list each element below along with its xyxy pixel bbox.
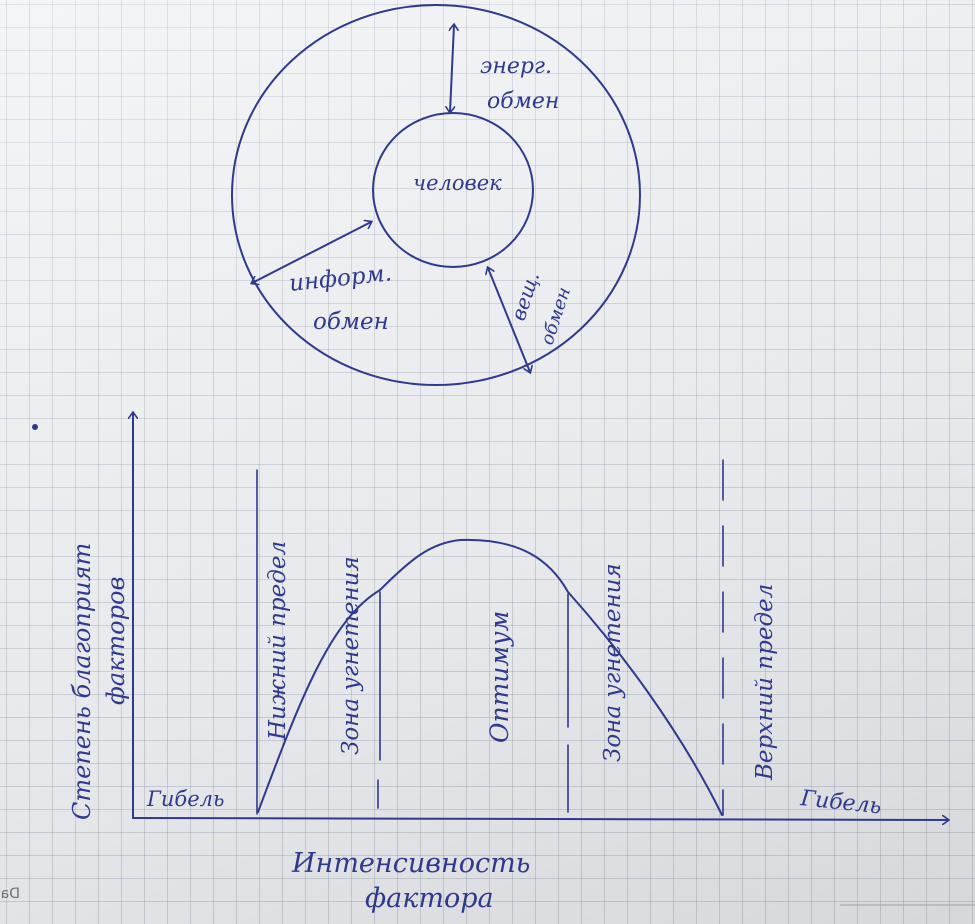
stress-left-label: Зона угнетения bbox=[338, 556, 364, 755]
upper-limit-label: Верхний предел bbox=[752, 584, 778, 781]
information-exchange-arrow bbox=[252, 222, 371, 283]
lower-limit-label: Нижний предел bbox=[265, 541, 291, 741]
death-right-label: Гибель bbox=[798, 786, 882, 819]
x-axis-label-line2: фактора bbox=[365, 883, 494, 914]
optimum-label: Оптимум bbox=[485, 611, 514, 743]
x-axis bbox=[132, 818, 948, 820]
footer-date-mirrored: Date .... bbox=[0, 886, 20, 902]
substance-exchange-label-line1: вещ. bbox=[506, 269, 544, 324]
information-exchange-label-line1: информ. bbox=[288, 260, 393, 297]
tolerance-curve bbox=[257, 538, 723, 816]
energy-exchange-label-line2: обмен bbox=[487, 89, 559, 114]
energy-exchange-arrow bbox=[450, 25, 454, 112]
stress-right-label: Зона угнетения bbox=[600, 563, 626, 762]
information-exchange-label-line2: обмен bbox=[313, 309, 389, 335]
outer-environment-circle bbox=[231, 4, 641, 386]
y-axis-label-line1: Степень благоприят bbox=[68, 543, 96, 820]
x-axis-label-line1: Интенсивность bbox=[291, 848, 530, 879]
human-label: человек bbox=[413, 171, 502, 195]
y-axis-label-line2: факторов bbox=[102, 577, 130, 705]
ink-dot bbox=[32, 424, 38, 430]
substance-exchange-arrow bbox=[488, 268, 530, 372]
energy-exchange-label-line1: энерг. bbox=[480, 54, 552, 79]
death-left-label: Гибель bbox=[146, 787, 224, 811]
